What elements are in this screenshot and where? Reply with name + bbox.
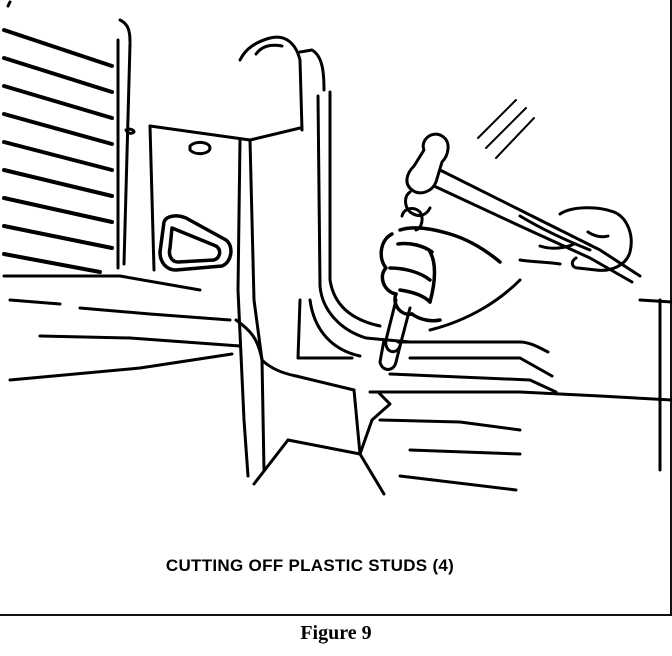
opening-line — [638, 298, 672, 304]
floor-line — [2, 274, 202, 292]
chisel-top — [400, 207, 424, 232]
floor-line — [78, 306, 232, 322]
corner-line — [252, 438, 290, 486]
hand-outline — [586, 230, 610, 239]
opening-line — [408, 448, 522, 456]
corner-line — [286, 438, 386, 496]
figure-frame — [0, 0, 672, 616]
hammer-head — [404, 190, 432, 217]
hammer-head — [405, 132, 450, 195]
center-pillar — [124, 124, 302, 478]
hand-outline — [518, 258, 562, 266]
glass-reflection — [477, 99, 535, 159]
pillar-cutout — [158, 214, 233, 272]
technical-illustration — [2, 0, 672, 496]
hand-outline — [379, 232, 398, 296]
slat-line — [2, 252, 102, 274]
slat-line — [2, 140, 114, 172]
pillar-arch — [238, 35, 412, 360]
panel-edge — [6, 0, 12, 8]
arch-line — [316, 94, 412, 344]
corner-line — [352, 388, 362, 456]
hand-outline — [428, 250, 437, 304]
corner-line — [358, 390, 392, 456]
floor-line — [8, 298, 62, 306]
floor-line — [8, 352, 234, 382]
slat-line — [2, 56, 114, 94]
chisel-tip — [378, 338, 402, 371]
opening-line — [398, 474, 518, 492]
hammer-handle — [438, 168, 642, 278]
louvered-panel — [2, 28, 114, 274]
hand-outline — [398, 288, 432, 304]
door-opening — [368, 298, 672, 492]
corner-line — [294, 374, 356, 392]
pillar-hole — [188, 140, 212, 156]
hand-outline — [388, 266, 432, 282]
reflection-line — [495, 117, 535, 159]
arch-line — [308, 298, 362, 358]
figure-caption: CUTTING OFF PLASTIC STUDS (4) — [165, 556, 455, 575]
floor-lines — [2, 274, 242, 382]
opening-line — [368, 390, 672, 402]
hand-outline — [538, 242, 576, 250]
panel-edge — [118, 18, 132, 44]
panel-edges — [6, 0, 132, 270]
cutout-inner — [167, 226, 222, 264]
arch-line — [296, 298, 354, 360]
arch-line — [328, 90, 382, 328]
opening-line — [388, 372, 558, 394]
arch-line — [254, 43, 284, 56]
pillar-edge — [234, 318, 264, 362]
slat-line — [2, 224, 114, 250]
hand-outline — [558, 206, 633, 272]
arch-line — [298, 48, 326, 92]
figure-number-label: Figure 9 — [300, 622, 372, 644]
pillar-edge — [260, 358, 298, 378]
arch-line — [238, 35, 304, 132]
right-hand — [428, 206, 633, 332]
hand-outline — [410, 312, 442, 323]
slat-line — [2, 168, 114, 198]
slat-line — [2, 112, 114, 146]
pillar-edge — [148, 124, 156, 272]
opening-line — [378, 418, 522, 432]
hand-outline — [398, 226, 502, 264]
hand-outline — [396, 241, 434, 254]
hand-outline — [428, 278, 522, 332]
pillar-edge — [236, 138, 250, 478]
panel-edge — [122, 42, 132, 266]
chisel — [378, 207, 424, 371]
opening-line — [408, 356, 554, 378]
slat-line — [2, 196, 114, 224]
pillar-edge — [148, 124, 302, 142]
pillar-edge — [248, 138, 266, 472]
cutout-outer — [158, 214, 233, 272]
left-hand — [379, 226, 502, 323]
hammer-handle — [518, 214, 592, 252]
reflection-line — [477, 99, 517, 139]
hammer-handle — [432, 184, 634, 284]
reflection-line — [485, 107, 527, 149]
slat-line — [2, 28, 114, 68]
floor-corner — [252, 374, 392, 496]
pillar-hole — [124, 127, 136, 135]
floor-line — [38, 334, 242, 348]
slat-line — [2, 84, 114, 120]
opening-line — [396, 340, 550, 354]
